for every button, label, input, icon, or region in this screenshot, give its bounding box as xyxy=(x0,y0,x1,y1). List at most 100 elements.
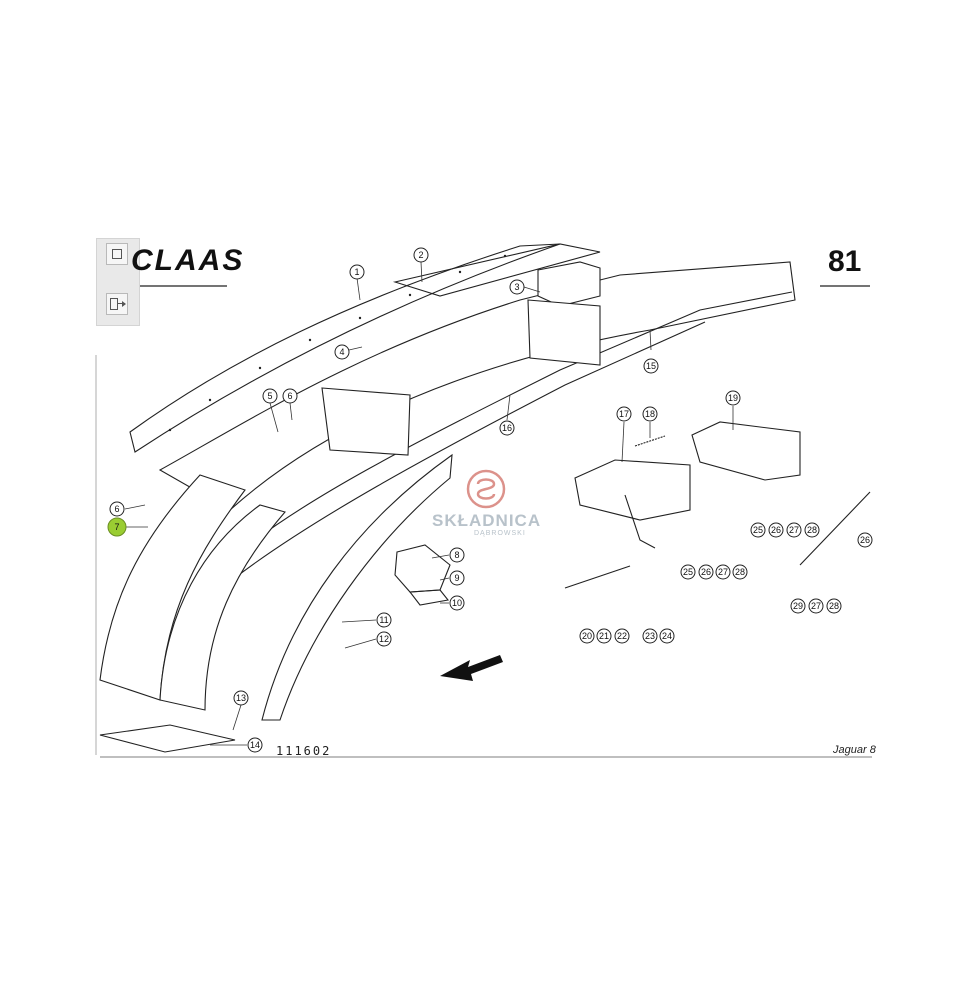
callout-27c[interactable]: 27 xyxy=(808,598,824,614)
callout-27b[interactable]: 27 xyxy=(786,522,802,538)
callout-2[interactable]: 2 xyxy=(413,247,429,263)
wear-pad xyxy=(394,544,451,593)
svg-text:11: 11 xyxy=(379,615,388,625)
callout-25b[interactable]: 25 xyxy=(750,522,766,538)
base-plate xyxy=(99,724,236,753)
callout-28c[interactable]: 28 xyxy=(826,598,842,614)
model-label: Jaguar 8 xyxy=(833,744,876,756)
callout-26c[interactable]: 26 xyxy=(857,532,873,548)
callout-26a[interactable]: 26 xyxy=(698,564,714,580)
callout-28b[interactable]: 28 xyxy=(804,522,820,538)
svg-text:25: 25 xyxy=(683,567,693,577)
svg-text:6: 6 xyxy=(114,504,119,514)
callout-19[interactable]: 19 xyxy=(725,390,741,406)
callout-7-highlighted[interactable]: 7 xyxy=(107,517,127,537)
svg-text:17: 17 xyxy=(619,409,629,419)
svg-text:18: 18 xyxy=(645,409,655,419)
deflector-housing-inner xyxy=(159,504,286,711)
svg-text:27: 27 xyxy=(811,601,821,611)
export-icon[interactable] xyxy=(106,293,128,315)
callout-13[interactable]: 13 xyxy=(233,690,249,706)
svg-text:28: 28 xyxy=(829,601,839,611)
svg-text:19: 19 xyxy=(728,393,738,403)
brand-logo: CLAAS xyxy=(131,244,245,277)
svg-text:28: 28 xyxy=(807,525,817,535)
spout-lower-rail-2 xyxy=(231,321,706,581)
watermark-logo-icon xyxy=(466,469,506,509)
callout-4[interactable]: 4 xyxy=(334,344,350,360)
callout-3[interactable]: 3 xyxy=(509,279,525,295)
svg-text:9: 9 xyxy=(454,573,459,583)
svg-text:16: 16 xyxy=(502,423,512,433)
end-block xyxy=(537,261,601,307)
callout-9[interactable]: 9 xyxy=(449,570,465,586)
svg-text:7: 7 xyxy=(114,522,119,532)
callout-17[interactable]: 17 xyxy=(616,406,632,422)
callout-6b[interactable]: 6 xyxy=(109,501,125,517)
svg-text:27: 27 xyxy=(718,567,728,577)
svg-text:26: 26 xyxy=(701,567,711,577)
svg-text:22: 22 xyxy=(617,631,627,641)
svg-text:26: 26 xyxy=(860,535,870,545)
callout-22[interactable]: 22 xyxy=(614,628,630,644)
drawing-number: 111602 xyxy=(276,744,332,758)
page-number: 81 xyxy=(828,245,862,278)
callout-20[interactable]: 20 xyxy=(579,628,595,644)
svg-text:6: 6 xyxy=(287,391,292,401)
side-panel xyxy=(261,453,453,721)
callout-27a[interactable]: 27 xyxy=(715,564,731,580)
callout-29[interactable]: 29 xyxy=(790,598,806,614)
callout-18[interactable]: 18 xyxy=(642,406,658,422)
cover-housing xyxy=(691,421,801,481)
fit-page-icon[interactable] xyxy=(106,243,128,265)
callout-5[interactable]: 5 xyxy=(262,388,278,404)
svg-text:20: 20 xyxy=(582,631,592,641)
svg-text:5: 5 xyxy=(267,391,272,401)
callout-28a[interactable]: 28 xyxy=(732,564,748,580)
callout-14[interactable]: 14 xyxy=(247,737,263,753)
svg-text:10: 10 xyxy=(452,598,462,608)
callout-21[interactable]: 21 xyxy=(596,628,612,644)
callout-group[interactable]: 1 2 3 4 5 6 6 7 8 9 10 11 12 13 14 15 16… xyxy=(107,247,873,753)
svg-text:21: 21 xyxy=(599,631,609,641)
svg-text:12: 12 xyxy=(379,634,389,644)
svg-text:3: 3 xyxy=(514,282,519,292)
tension-spring xyxy=(634,435,666,447)
callout-23[interactable]: 23 xyxy=(642,628,658,644)
svg-text:2: 2 xyxy=(418,250,423,260)
bracket-housing xyxy=(574,459,691,521)
svg-text:29: 29 xyxy=(793,601,803,611)
svg-text:13: 13 xyxy=(236,693,246,703)
watermark-subtitle: DĄBROWSKI xyxy=(474,530,526,537)
callout-6a[interactable]: 6 xyxy=(282,388,298,404)
viewer-toolbar xyxy=(96,238,140,326)
svg-text:27: 27 xyxy=(789,525,799,535)
callout-12[interactable]: 12 xyxy=(376,631,392,647)
callout-10[interactable]: 10 xyxy=(449,595,465,611)
deflector-housing xyxy=(99,474,246,701)
watermark-title: SKŁADNICA xyxy=(432,511,542,530)
callout-16[interactable]: 16 xyxy=(499,420,515,436)
callout-15[interactable]: 15 xyxy=(643,358,659,374)
callout-8[interactable]: 8 xyxy=(449,547,465,563)
svg-text:23: 23 xyxy=(645,631,655,641)
svg-text:25: 25 xyxy=(753,525,763,535)
svg-text:15: 15 xyxy=(646,361,656,371)
svg-text:28: 28 xyxy=(735,567,745,577)
direction-arrow xyxy=(440,655,503,681)
svg-text:1: 1 xyxy=(354,267,359,277)
svg-text:4: 4 xyxy=(339,347,344,357)
svg-text:24: 24 xyxy=(662,631,672,641)
callout-24[interactable]: 24 xyxy=(659,628,675,644)
callout-1[interactable]: 1 xyxy=(349,264,365,280)
pad-bracket xyxy=(408,589,450,606)
callout-11[interactable]: 11 xyxy=(376,612,392,628)
flange-front xyxy=(321,387,411,456)
svg-text:26: 26 xyxy=(771,525,781,535)
callout-26b[interactable]: 26 xyxy=(768,522,784,538)
svg-text:8: 8 xyxy=(454,550,459,560)
bracket-arm xyxy=(624,494,656,549)
callout-25a[interactable]: 25 xyxy=(680,564,696,580)
svg-text:14: 14 xyxy=(250,740,260,750)
